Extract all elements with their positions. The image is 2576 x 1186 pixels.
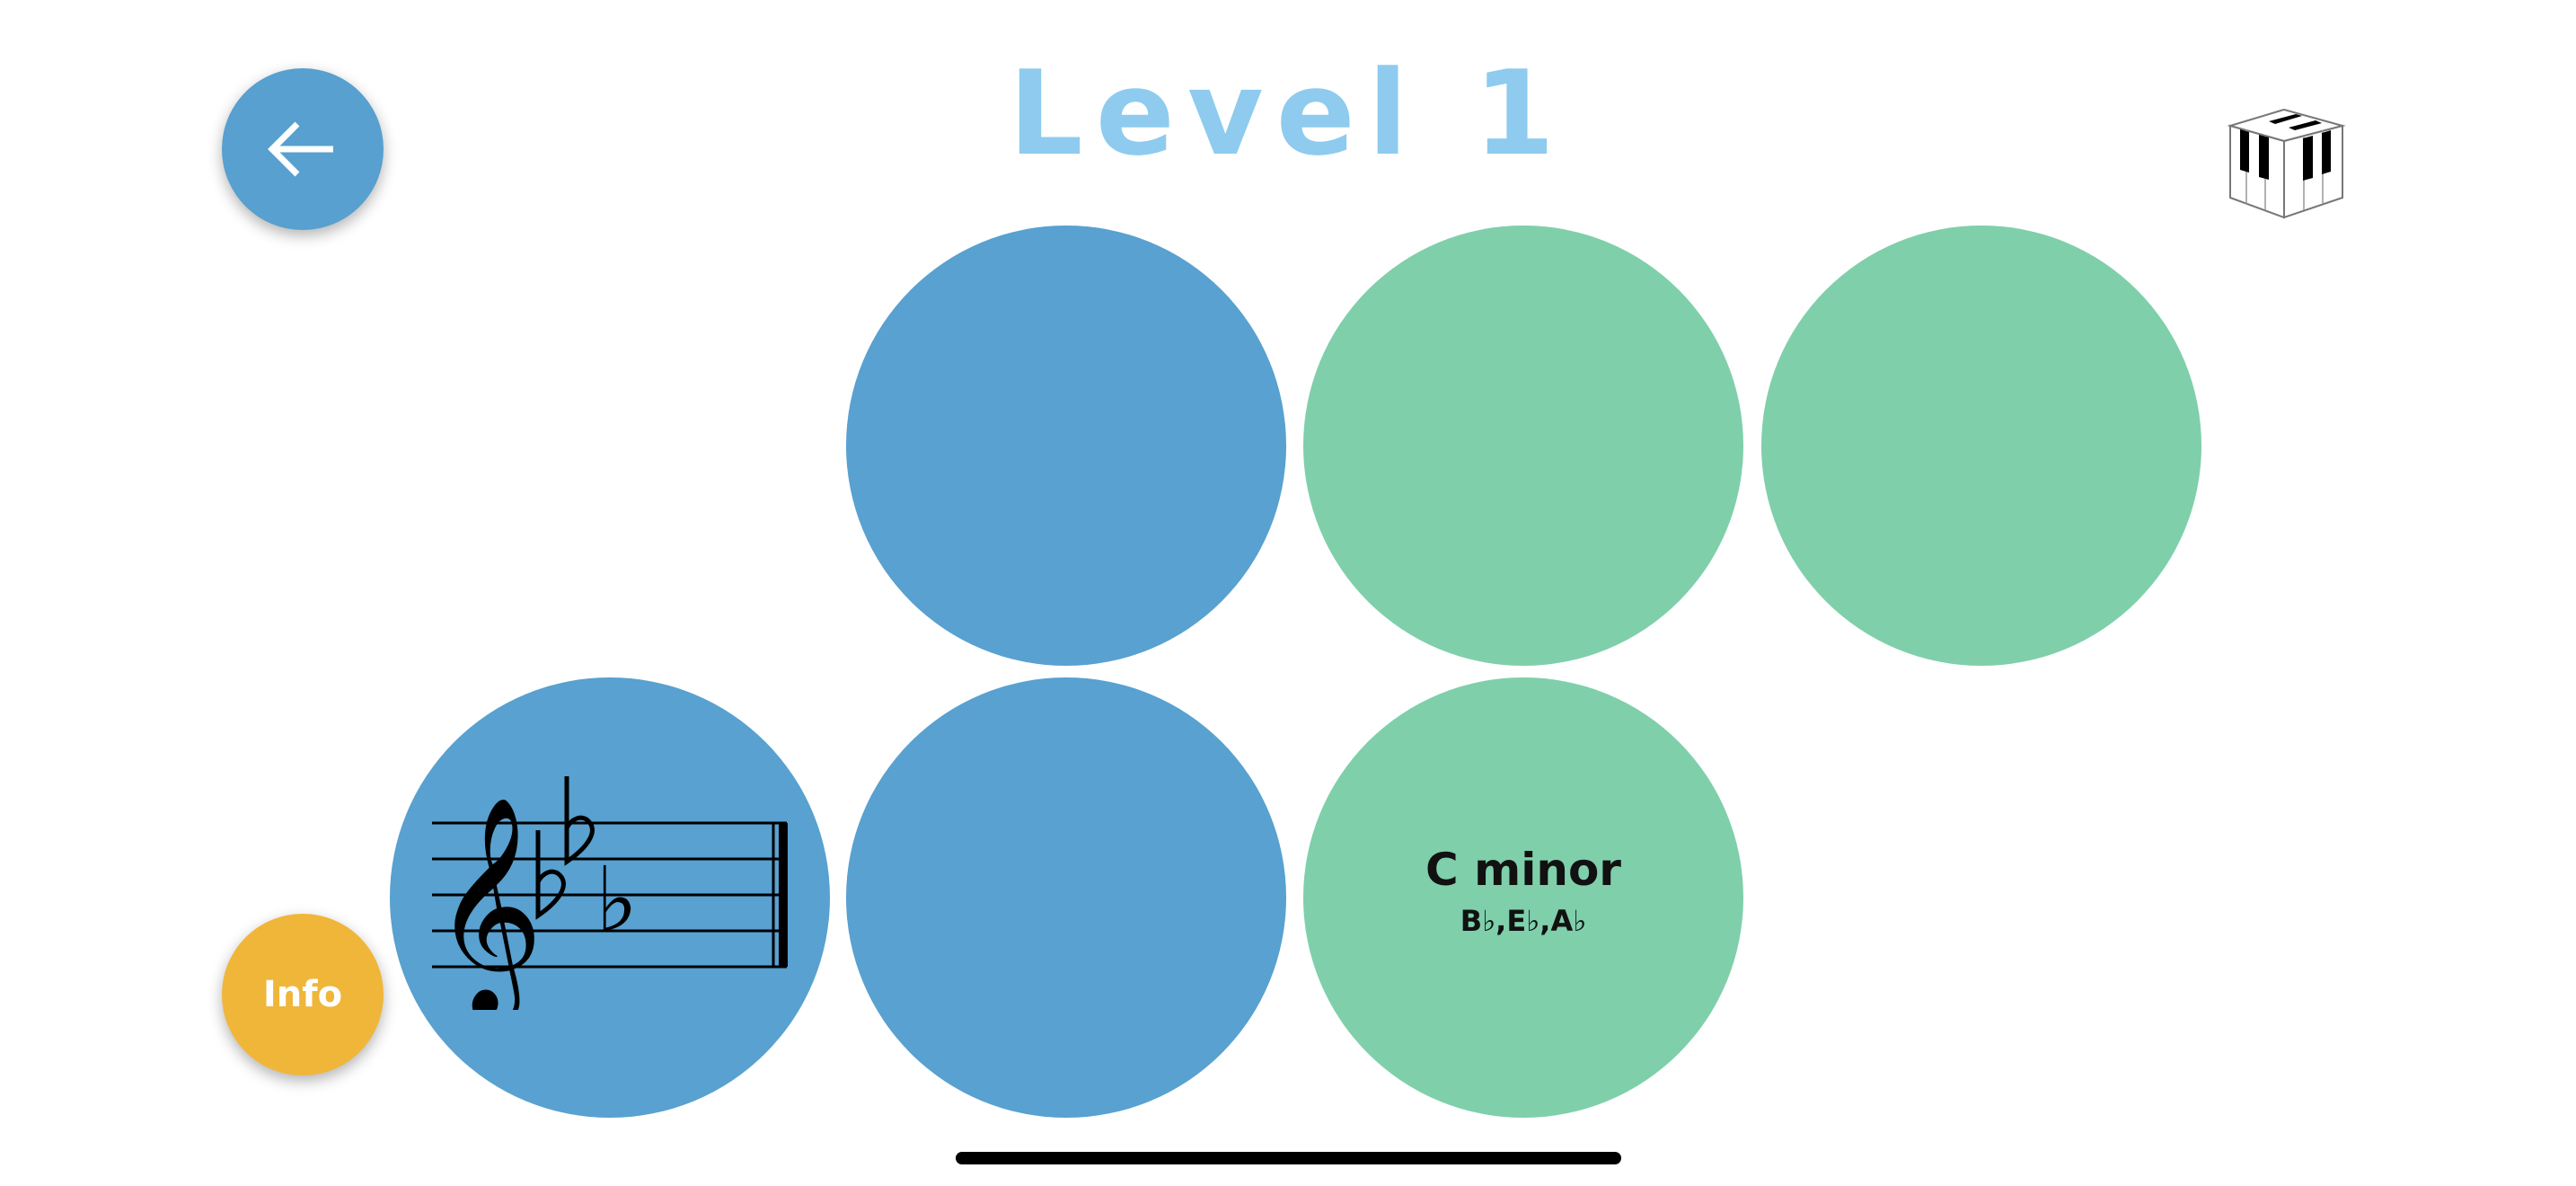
key-signature-card[interactable]: 𝄞 ♭ xyxy=(390,677,830,1118)
back-button[interactable] xyxy=(222,68,384,230)
info-button[interactable]: Info xyxy=(222,914,384,1075)
page-title: Level 1 xyxy=(1008,45,1568,181)
answer-circle-3[interactable] xyxy=(1761,226,2201,666)
piano-cube-icon[interactable] xyxy=(2226,101,2351,222)
flat-icon xyxy=(564,776,595,866)
answer-circle-2[interactable] xyxy=(1303,226,1743,666)
arrow-left-icon xyxy=(268,121,333,177)
answer-circle-1[interactable] xyxy=(846,226,1286,666)
staff-notation: 𝄞 ♭ xyxy=(432,776,788,1010)
answer-circle-5[interactable] xyxy=(846,677,1286,1118)
key-signature-text: B♭,E♭,A♭ xyxy=(1460,904,1587,938)
flat-icon xyxy=(535,830,566,920)
flat-icon: ♭ xyxy=(595,847,638,952)
home-indicator[interactable] xyxy=(956,1152,1621,1164)
treble-clef-icon: 𝄞 xyxy=(432,794,543,1010)
key-name-card[interactable]: C minor B♭,E♭,A♭ xyxy=(1303,677,1743,1118)
key-name: C minor xyxy=(1425,844,1621,896)
